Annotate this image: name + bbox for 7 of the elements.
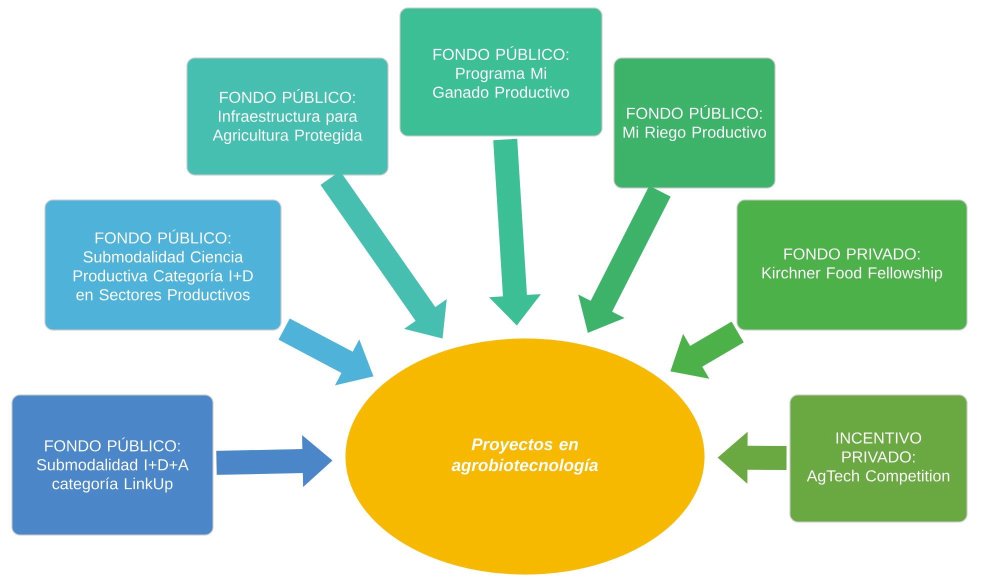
funding-box: FONDO PÚBLICO: Programa Mi Ganado Productivo — [400, 8, 602, 136]
funding-box: FONDO PÚBLICO: Submodalidad Ciencia Productiva Categoría I+D en Sectores Productivos — [44, 200, 282, 330]
funding-box: INCENTIVO PRIVADO: AgTech Competition — [790, 394, 968, 522]
funding-box: FONDO PRIVADO: Kirchner Food Fellowship — [736, 200, 968, 330]
funding-box: FONDO PÚBLICO: Mi Riego Productivo — [614, 58, 776, 188]
funding-box: FONDO PÚBLICO: Infraestructura para Agricultura Protegida — [186, 58, 388, 176]
funding-box: FONDO PÚBLICO: Submodalidad I+D+A categoría LinkUp — [12, 394, 214, 536]
